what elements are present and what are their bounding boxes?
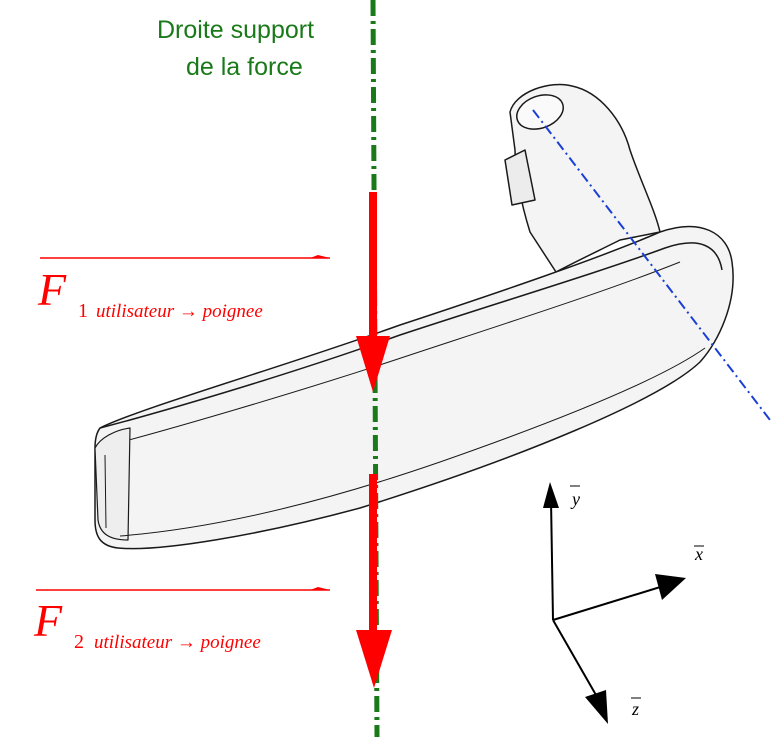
y-axis-label: y [570,489,580,509]
force2-index: 2 [74,631,84,653]
y-axis-arrowhead [543,482,559,508]
z-axis [552,619,601,703]
force2-arrow [356,474,392,688]
x-axis [552,583,671,621]
y-axis [550,499,554,621]
lever-top-inner [109,261,681,446]
x-axis-label: x [694,544,703,564]
x-axis-arrowhead [655,574,686,600]
door-handle [94,83,734,550]
force1-subscript: utilisateur → poignee [96,301,263,322]
z-axis-label: z [631,699,639,719]
lever-end-inner [104,454,107,529]
lever-body [94,225,734,550]
boss-tab [504,149,536,206]
coordinate-frame [543,482,686,724]
rotation-axis [532,109,771,421]
lever-end [94,427,131,541]
z-axis-arrowhead [585,690,608,724]
force1-arrow [356,192,390,392]
lever-bottom-edge [119,347,706,537]
axis-labels: y x z [570,485,704,719]
support-line-label-line2: de la force [186,53,303,81]
force2-symbol: F [33,595,63,646]
support-line-label-line1: Droite support [157,16,314,44]
force2-subscript: utilisateur → poignee [94,632,261,653]
force1-symbol: F [37,264,67,315]
lever-top-edge [99,242,723,429]
force1-index: 1 [78,300,88,322]
